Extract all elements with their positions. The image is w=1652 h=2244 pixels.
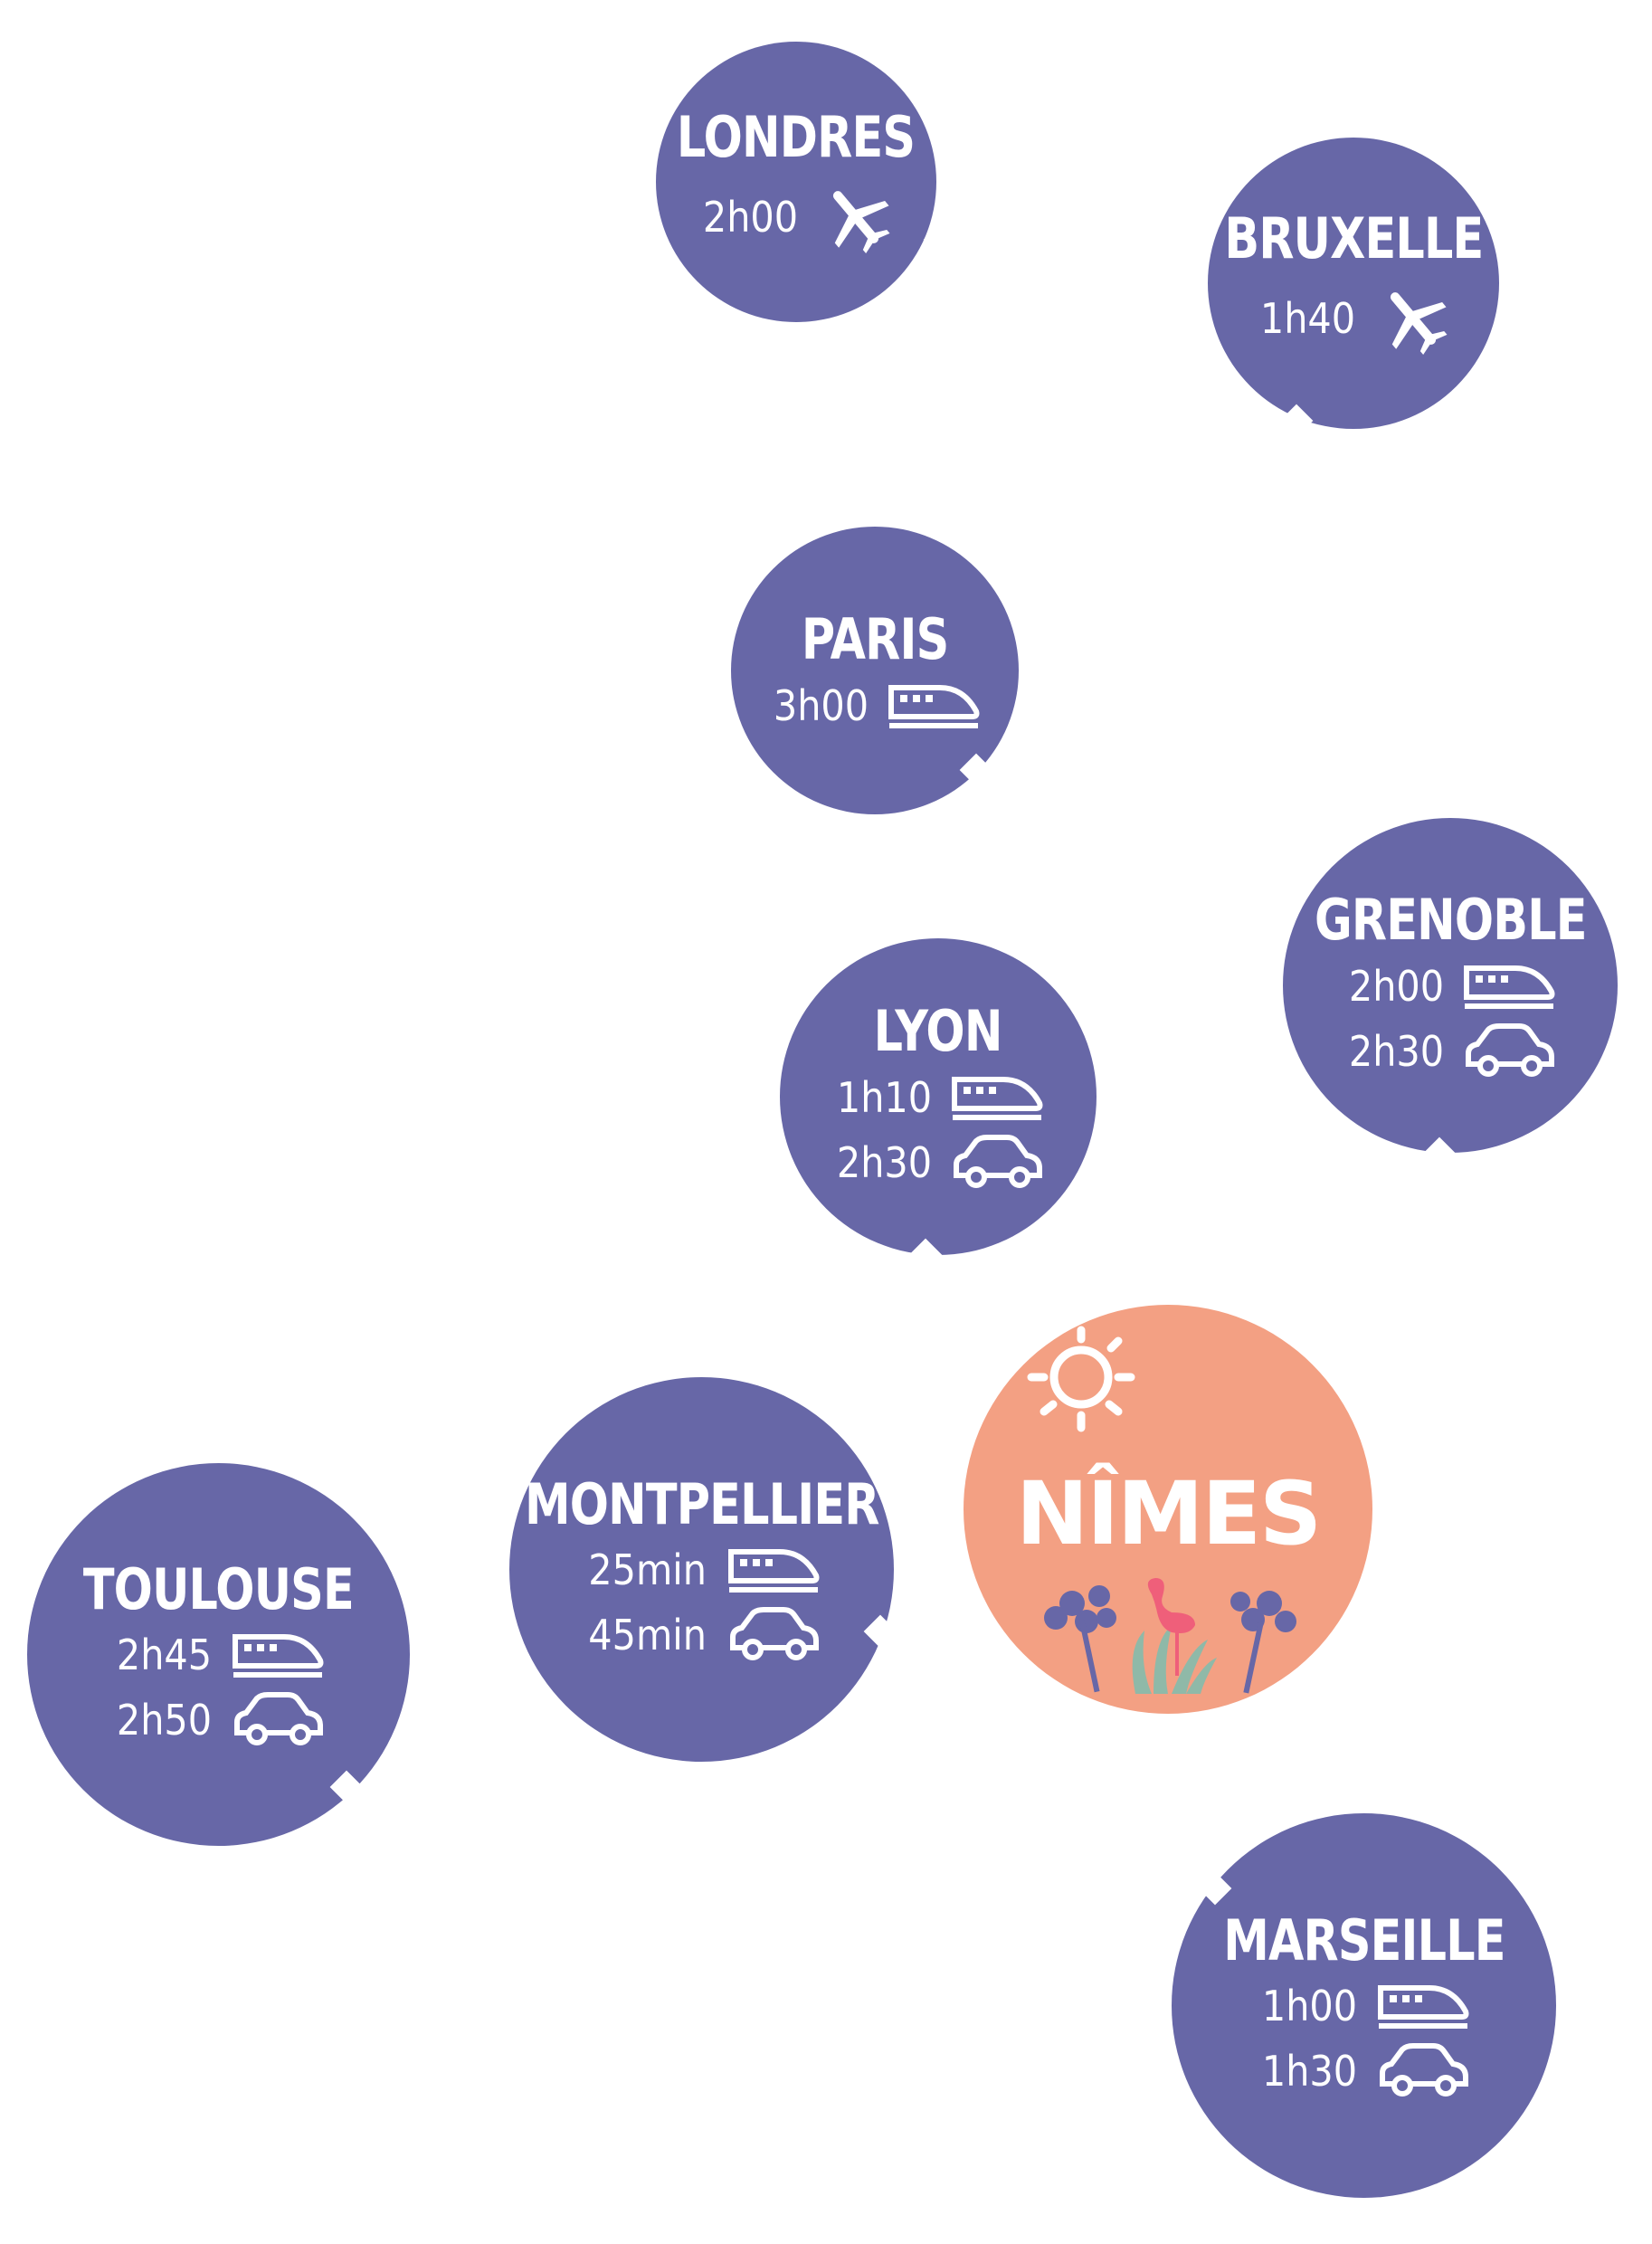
destination-name: NÎMES bbox=[1015, 1463, 1322, 1564]
travel-time: 25min bbox=[588, 1545, 707, 1595]
travel-mode-row: 2h00 bbox=[698, 178, 896, 256]
city-bubble-montpellier: MONTPELLIER 25min 45min bbox=[509, 1377, 894, 1762]
train-icon bbox=[888, 680, 982, 731]
car-icon bbox=[1377, 2042, 1471, 2100]
travel-mode-row: 2h30 bbox=[831, 1134, 1046, 1192]
travel-time: 2h30 bbox=[1348, 1026, 1444, 1076]
travel-time: 1h40 bbox=[1259, 293, 1355, 343]
flora-illustration bbox=[1044, 1578, 1296, 1694]
sun-icon bbox=[1027, 1326, 1135, 1432]
travel-mode-row: 1h00 bbox=[1257, 1981, 1471, 2031]
car-icon bbox=[727, 1606, 821, 1664]
travel-time: 2h00 bbox=[702, 192, 798, 242]
city-name: BRUXELLE bbox=[1223, 205, 1484, 272]
train-icon bbox=[1463, 961, 1557, 1012]
city-bubble-marseille: MARSEILLE 1h00 1h30 bbox=[1172, 1813, 1556, 2198]
city-bubble-grenoble: GRENOBLE 2h00 2h30 bbox=[1283, 818, 1618, 1153]
city-bubble-bruxelle: BRUXELLE 1h40 bbox=[1208, 138, 1499, 429]
city-bubble-lyon: LYON 1h10 2h30 bbox=[780, 938, 1097, 1255]
car-icon bbox=[951, 1134, 1045, 1192]
travel-mode-row: 2h00 bbox=[1343, 961, 1558, 1012]
travel-time: 1h00 bbox=[1261, 1982, 1358, 2031]
plane-icon bbox=[1374, 280, 1452, 357]
travel-time: 2h45 bbox=[116, 1631, 213, 1680]
travel-mode-row: 2h30 bbox=[1343, 1022, 1558, 1080]
city-name: TOULOUSE bbox=[82, 1555, 355, 1622]
city-name: PARIS bbox=[801, 606, 949, 673]
city-name: GRENOBLE bbox=[1314, 887, 1588, 954]
travel-mode-row: 2h45 bbox=[111, 1630, 326, 1680]
travel-mode-row: 1h30 bbox=[1257, 2042, 1471, 2100]
travel-mode-row: 1h10 bbox=[831, 1072, 1046, 1123]
travel-mode-row: 3h00 bbox=[768, 680, 983, 731]
travel-mode-row: 2h50 bbox=[111, 1691, 326, 1749]
train-icon bbox=[727, 1545, 821, 1595]
car-icon bbox=[1463, 1022, 1557, 1080]
flower-icon bbox=[1044, 1585, 1296, 1694]
city-bubble-paris: PARIS 3h00 bbox=[731, 527, 1019, 814]
train-icon bbox=[1377, 1981, 1471, 2031]
city-name: LONDRES bbox=[677, 104, 916, 171]
travel-time: 2h50 bbox=[116, 1696, 213, 1745]
travel-mode-row: 45min bbox=[582, 1606, 821, 1664]
city-name: LYON bbox=[874, 998, 1003, 1065]
destination-bubble-nimes: NÎMES bbox=[964, 1305, 1372, 1714]
train-icon bbox=[951, 1072, 1045, 1123]
plane-icon bbox=[817, 178, 895, 256]
travel-time: 2h30 bbox=[836, 1137, 932, 1187]
travel-time: 45min bbox=[588, 1611, 707, 1660]
travel-time: 3h00 bbox=[773, 680, 869, 730]
car-icon bbox=[232, 1691, 326, 1749]
city-name: MARSEILLE bbox=[1222, 1906, 1505, 1973]
city-name: MONTPELLIER bbox=[524, 1470, 879, 1537]
grass-icon bbox=[1132, 1626, 1217, 1694]
flamingo-icon bbox=[1147, 1578, 1195, 1676]
train-icon bbox=[232, 1630, 326, 1680]
travel-mode-row: 1h40 bbox=[1255, 280, 1453, 357]
travel-time: 1h30 bbox=[1261, 2047, 1358, 2097]
travel-time: 1h10 bbox=[836, 1072, 932, 1122]
travel-mode-row: 25min bbox=[582, 1545, 821, 1595]
travel-time: 2h00 bbox=[1348, 961, 1444, 1011]
city-bubble-londres: LONDRES 2h00 bbox=[656, 42, 936, 322]
